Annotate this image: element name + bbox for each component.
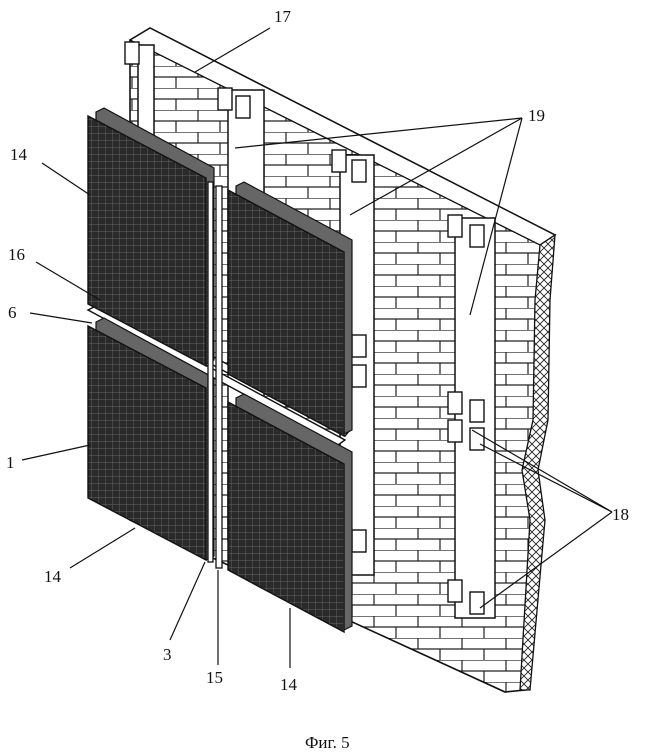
- label-15: 15: [206, 668, 223, 687]
- bracket: [351, 159, 367, 183]
- bracket: [469, 224, 485, 248]
- panel-top-left: [87, 107, 215, 368]
- panel-bottom-right: [227, 393, 353, 634]
- bracket: [235, 95, 251, 119]
- figure-caption: Фиг. 5: [305, 733, 350, 752]
- bracket: [351, 529, 367, 553]
- wall-section-hatch: [519, 233, 556, 691]
- label-19: 19: [528, 106, 545, 125]
- panel-bottom-left: [87, 317, 215, 562]
- bracket: [447, 419, 463, 443]
- label-14-left: 14: [44, 567, 62, 586]
- label-14-top: 14: [10, 145, 28, 164]
- bracket: [447, 214, 463, 238]
- profile-3: [207, 181, 214, 563]
- bracket: [217, 87, 233, 111]
- bracket: [331, 149, 347, 173]
- label-3: 3: [163, 645, 172, 664]
- label-18: 18: [612, 505, 629, 524]
- label-1: 1: [6, 453, 15, 472]
- bracket: [469, 591, 485, 615]
- vertical-profiles: [207, 181, 223, 569]
- bracket: [469, 399, 485, 423]
- leader-lines: [21, 27, 613, 668]
- bracket: [469, 427, 485, 451]
- panel-top-right: [227, 181, 353, 438]
- bracket: [351, 364, 367, 388]
- label-6: 6: [8, 303, 17, 322]
- solar-panels: [87, 107, 353, 634]
- bracket: [447, 579, 463, 603]
- label-16: 16: [8, 245, 25, 264]
- brackets-18: [124, 41, 485, 615]
- label-14-bottom: 14: [280, 675, 298, 694]
- bracket: [447, 391, 463, 415]
- bracket: [124, 41, 140, 65]
- label-17: 17: [274, 7, 292, 26]
- bracket: [351, 334, 367, 358]
- profile-15: [215, 185, 223, 569]
